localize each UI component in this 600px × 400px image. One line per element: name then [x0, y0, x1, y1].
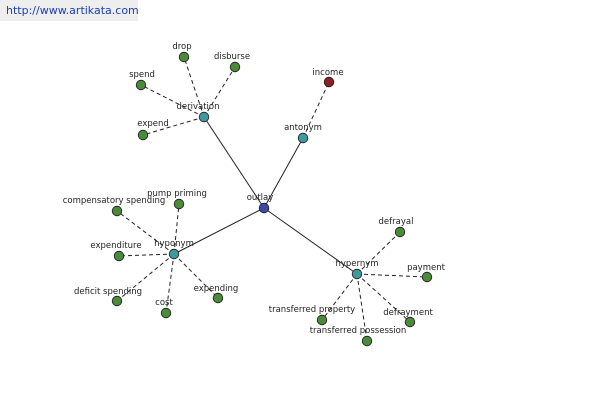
node-defrayment[interactable]: defrayment: [383, 308, 433, 328]
node-expend[interactable]: expend: [137, 119, 169, 141]
leaf-node-circle[interactable]: [361, 335, 373, 347]
node-compensatory-spending[interactable]: compensatory spending: [63, 196, 166, 217]
leaf-node-circle[interactable]: [404, 316, 416, 328]
edge-derivation-drop: [183, 56, 205, 118]
leaf-node-label: deficit spending: [74, 287, 142, 297]
leaf-node-label: cost: [155, 298, 173, 308]
node-antonym[interactable]: antonym: [284, 123, 322, 144]
edge-outlay-hypernym: [263, 207, 358, 275]
leaf-node-circle[interactable]: [316, 314, 328, 326]
edge-derivation-expend: [142, 116, 205, 136]
watermark-url[interactable]: http://www.artikata.com: [0, 0, 139, 21]
leaf-node-label: transferred possession: [310, 326, 407, 336]
leaf-node-label: spend: [129, 70, 155, 80]
edge-hyponym-cost: [165, 253, 175, 314]
edge-derivation-spend: [140, 84, 205, 118]
leaf-node-circle[interactable]: [421, 271, 433, 283]
leaf-node-circle[interactable]: [135, 79, 147, 91]
leaf-node-circle[interactable]: [111, 295, 123, 307]
leaf-node-label: expenditure: [90, 241, 141, 251]
leaf-node-label: pump priming: [147, 189, 207, 199]
edge-hypernym-transferred-possession: [356, 273, 368, 342]
relation-node-label: antonym: [284, 123, 322, 133]
leaf-node-label: income: [312, 68, 343, 78]
leaf-node-circle[interactable]: [173, 198, 185, 210]
leaf-node-circle[interactable]: [394, 226, 406, 238]
leaf-node-label: defrayal: [379, 217, 414, 227]
leaf-node-circle[interactable]: [323, 76, 335, 88]
edge-hypernym-transferred-property: [321, 273, 358, 321]
relation-node-circle[interactable]: [351, 268, 363, 280]
leaf-node-circle[interactable]: [160, 307, 172, 319]
edge-hyponym-deficit-spending: [116, 253, 175, 302]
leaf-node-circle[interactable]: [111, 205, 123, 217]
leaf-node-circle[interactable]: [212, 292, 224, 304]
node-pump-priming[interactable]: pump priming: [147, 189, 207, 210]
edge-antonym-income: [302, 81, 330, 139]
node-expending[interactable]: expending: [194, 284, 239, 304]
edge-hypernym-defrayal: [356, 231, 401, 275]
relation-node-label: hypernym: [335, 259, 378, 269]
edge-outlay-antonym: [263, 137, 304, 209]
leaf-node-circle[interactable]: [178, 51, 190, 63]
leaf-node-label: disburse: [214, 52, 250, 62]
leaf-node-label: transferred property: [269, 305, 355, 315]
leaf-node-label: compensatory spending: [63, 196, 166, 206]
node-hyponym[interactable]: hyponym: [154, 239, 194, 260]
relation-node-label: derivation: [176, 102, 219, 112]
graph-nodes: drop disburse spend expend income pump primin…: [63, 42, 446, 347]
node-spend[interactable]: spend: [129, 70, 155, 91]
node-derivation[interactable]: derivation: [176, 102, 220, 123]
leaf-node-circle[interactable]: [137, 129, 149, 141]
leaf-node-label: payment: [407, 263, 446, 273]
node-hypernym[interactable]: hypernym: [335, 259, 379, 280]
node-payment[interactable]: payment: [407, 263, 446, 283]
node-transferred-possession[interactable]: transferred possession: [310, 326, 407, 347]
leaf-node-label: defrayment: [383, 308, 433, 318]
leaf-node-circle[interactable]: [113, 250, 125, 262]
node-outlay[interactable]: outlay: [247, 193, 274, 214]
edge-outlay-hyponym: [173, 207, 265, 255]
node-income[interactable]: income: [312, 68, 344, 88]
edge-hyponym-compensatory-spending: [116, 210, 175, 255]
graph-edges: [116, 56, 428, 342]
node-disburse[interactable]: disburse: [214, 52, 250, 73]
leaf-node-label: expend: [137, 119, 169, 129]
relation-node-circle[interactable]: [168, 248, 180, 260]
node-drop[interactable]: drop: [172, 42, 192, 63]
edge-hyponym-pump-priming: [173, 203, 180, 255]
leaf-node-label: expending: [194, 284, 239, 294]
edge-hypernym-payment: [356, 273, 428, 278]
edge-derivation-disburse: [203, 66, 236, 118]
relation-node-circle[interactable]: [198, 111, 210, 123]
node-transferred-property[interactable]: transferred property: [269, 305, 355, 326]
relation-node-circle[interactable]: [297, 132, 309, 144]
node-cost[interactable]: cost: [155, 298, 173, 319]
leaf-node-circle[interactable]: [229, 61, 241, 73]
edge-hyponym-expending: [173, 253, 219, 299]
node-deficit-spending[interactable]: deficit spending: [74, 287, 142, 307]
edge-hypernym-defrayment: [356, 273, 411, 323]
node-expenditure[interactable]: expenditure: [90, 241, 142, 262]
center-node-label: outlay: [247, 193, 274, 203]
relation-node-label: hyponym: [154, 239, 194, 249]
node-defrayal[interactable]: defrayal: [379, 217, 414, 238]
center-node-circle[interactable]: [258, 202, 270, 214]
edge-outlay-derivation: [203, 116, 265, 209]
edge-hyponym-expenditure: [118, 253, 175, 257]
leaf-node-label: drop: [172, 42, 191, 52]
